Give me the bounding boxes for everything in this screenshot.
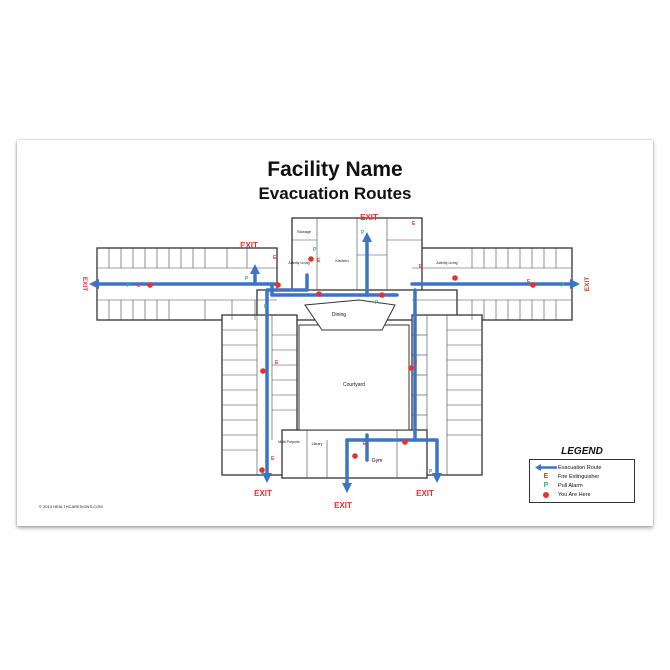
extinguisher-icon: E (412, 221, 416, 227)
evacuation-sign: Facility Name Evacuation Routes (17, 140, 653, 526)
activity-living-right-label: Activity Living (436, 261, 457, 265)
exit-label: EXIT (240, 241, 258, 250)
you-are-here-dot (259, 467, 265, 473)
exit-label: EXIT (416, 489, 434, 498)
extinguisher-icon: E (363, 441, 367, 447)
extinguisher-icon: E (543, 473, 549, 480)
dining-label: Dining (332, 312, 346, 318)
exit-label: EXIT (81, 277, 88, 291)
exit-label: EXIT (360, 213, 378, 222)
you-are-here-dot (379, 292, 385, 298)
room-grid (97, 218, 572, 478)
pull-alarm-icon: P (543, 482, 549, 489)
exit-label: EXIT (254, 489, 272, 498)
you-are-here-markers (147, 256, 536, 473)
you-are-here-dot (308, 256, 314, 262)
you-are-here-dot (147, 282, 153, 288)
courtyard-area (298, 324, 410, 431)
you-are-here-dot (402, 439, 408, 445)
extinguisher-icon: E (527, 279, 531, 285)
legend-title: LEGEND (561, 446, 603, 457)
dining-area (304, 299, 396, 331)
storage-label: Storage (297, 229, 312, 234)
you-are-here-dot (275, 282, 281, 288)
kitchen-label: Kitchen (335, 258, 348, 263)
legend-item-fire-extinguisher: E Fire Extinguisher (534, 472, 630, 481)
gym-label: Gym (372, 458, 383, 464)
legend: LEGEND Evacuation Route E Fire Extinguis… (529, 446, 635, 503)
copyright-text: © 2014 HEALTHCARESIGNS.COM (39, 504, 103, 509)
pull-alarm-icon: P (245, 276, 249, 282)
arrow-icon (534, 464, 558, 471)
exit-labels: EXIT EXIT EXIT EXIT EXIT EXIT EXIT (81, 213, 591, 510)
legend-label: You Are Here (558, 491, 591, 498)
floor-plan: Dining Courtyard Gym Kitchen Storage Act… (81, 213, 591, 510)
extinguisher-icon: E (273, 255, 277, 261)
evacuation-route-lines (95, 238, 574, 487)
exit-label: EXIT (334, 501, 352, 510)
courtyard-label: Courtyard (343, 382, 365, 388)
extinguisher-icon: E (137, 283, 141, 289)
you-are-here-dot (452, 275, 458, 281)
activity-living-left-label: Activity Living (288, 261, 309, 265)
you-are-here-dot (352, 453, 358, 459)
library-label: Library (312, 442, 323, 446)
you-are-here-dot (260, 368, 266, 374)
you-are-here-dot (408, 365, 414, 371)
pull-alarm-icon: P (375, 300, 379, 306)
multi-purpose-label: Multi Purpose (278, 440, 299, 444)
pull-alarm-icon: P (264, 304, 268, 310)
you-are-here-dot (530, 282, 536, 288)
extinguisher-icon: E (271, 456, 275, 462)
pull-alarm-icon: P (313, 247, 317, 253)
facility-name-title: Facility Name (267, 158, 403, 181)
pull-alarm-icon: P (429, 469, 433, 475)
exit-label: EXIT (584, 277, 591, 291)
pull-alarm-icon: P (561, 283, 565, 289)
you-are-here-dot (316, 291, 322, 297)
route-arrowheads (89, 232, 580, 493)
pull-alarm-markers: P P P P P P P P P (127, 230, 565, 478)
pull-alarm-icon: P (127, 283, 131, 289)
fire-extinguisher-markers: E E E E E E E E E E (137, 221, 531, 462)
legend-item-you-are-here: You Are Here (534, 490, 630, 499)
extinguisher-icon: E (414, 360, 418, 366)
pull-alarm-icon: P (361, 230, 365, 236)
extinguisher-icon: E (275, 360, 279, 366)
legend-item-pull-alarm: P Pull Alarm (534, 481, 630, 490)
dot-icon (534, 491, 558, 498)
legend-box: Evacuation Route E Fire Extinguisher P P… (529, 459, 635, 503)
extinguisher-icon: E (317, 258, 321, 264)
pull-alarm-icon: P (261, 472, 265, 478)
legend-label: Pull Alarm (558, 482, 583, 489)
legend-item-evacuation-route: Evacuation Route (534, 463, 630, 472)
legend-label: Evacuation Route (558, 464, 602, 471)
extinguisher-icon: E (419, 264, 423, 270)
evacuation-routes-subtitle: Evacuation Routes (258, 184, 412, 203)
legend-label: Fire Extinguisher (558, 473, 600, 480)
